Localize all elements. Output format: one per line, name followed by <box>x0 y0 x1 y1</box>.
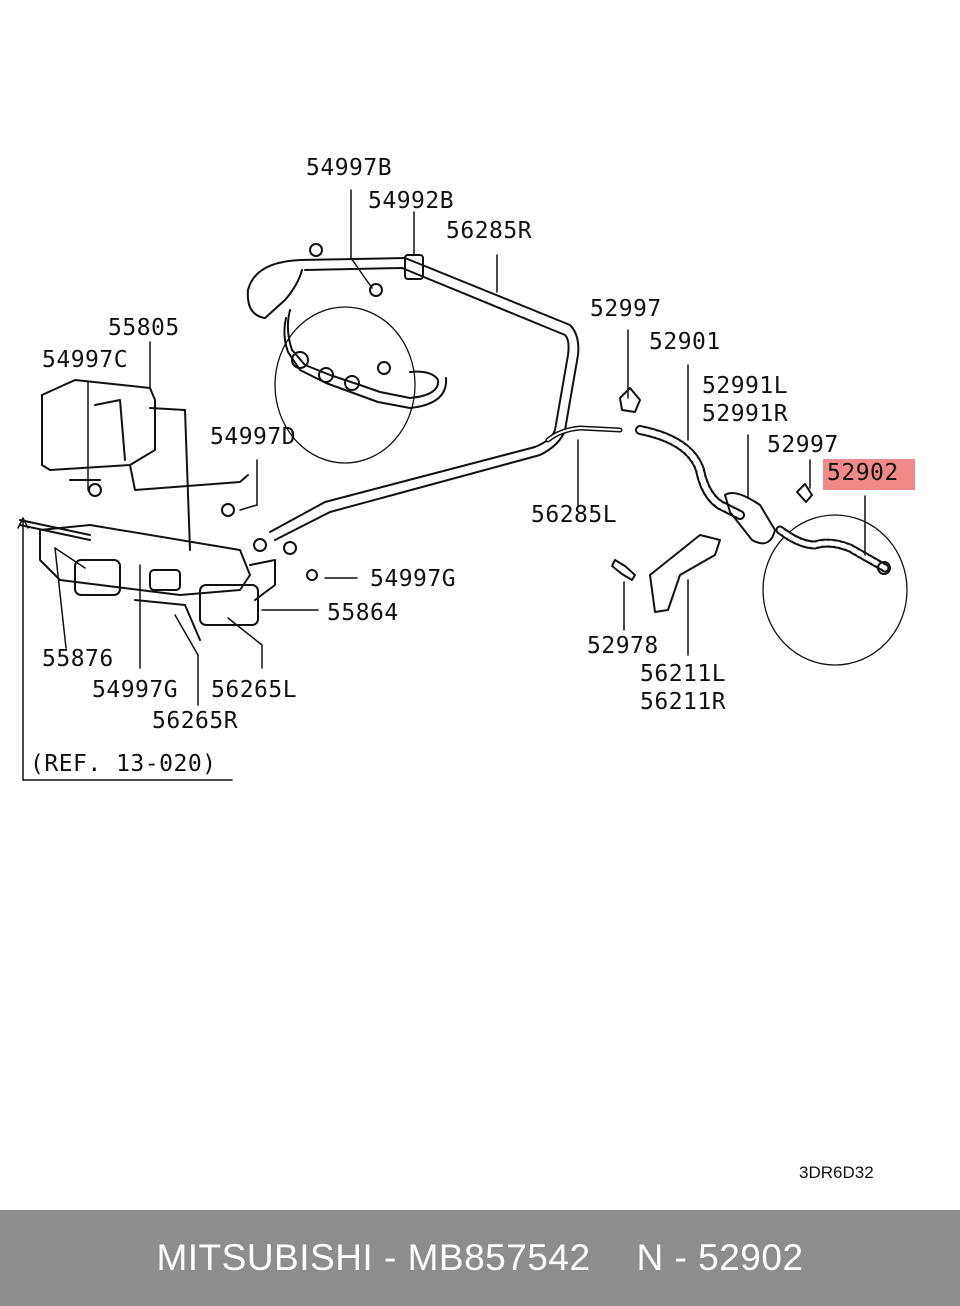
label-56211L: 56211L <box>640 661 727 687</box>
parts-diagram: 54997B 54992B 56285R 55805 54997C 54997D… <box>0 0 960 1210</box>
brake-line-illustration <box>0 0 960 1210</box>
label-52997-right: 52997 <box>767 432 839 458</box>
label-56211R: 56211R <box>640 689 727 715</box>
pipe-56285R <box>275 258 578 540</box>
hose-52902 <box>780 530 885 568</box>
label-52991L: 52991L <box>702 373 789 399</box>
detail-circle-right <box>763 515 907 665</box>
label-52902-highlighted: 52902 <box>823 459 915 490</box>
label-56265L: 56265L <box>211 677 298 703</box>
clip-52997-b <box>797 484 812 502</box>
label-reference: (REF. 13-020) <box>30 751 217 777</box>
label-56265R: 56265R <box>152 708 239 734</box>
label-54997C: 54997C <box>42 347 129 373</box>
label-54997D: 54997D <box>210 424 297 450</box>
label-52991R: 52991R <box>702 401 789 427</box>
diagram-code: 3DR6D32 <box>799 1163 874 1182</box>
label-54997G-left: 54997G <box>92 677 179 703</box>
label-56285L: 56285L <box>531 502 618 528</box>
valve-assembly <box>40 525 250 595</box>
footer-bar: MITSUBISHI - MB857542 N - 52902 <box>0 1210 960 1306</box>
label-54997G-right: 54997G <box>370 566 457 592</box>
label-52901: 52901 <box>649 329 721 355</box>
label-55805: 55805 <box>108 315 180 341</box>
label-52997-top: 52997 <box>590 296 662 322</box>
bracket-52991 <box>725 493 775 543</box>
label-54997B: 54997B <box>306 155 393 181</box>
label-55864: 55864 <box>327 600 399 626</box>
footer-ref-number: N - 52902 <box>636 1237 804 1278</box>
hose-52901 <box>640 430 740 515</box>
clip-52997-a <box>620 388 640 412</box>
label-56285R: 56285R <box>446 218 533 244</box>
bracket-55805 <box>42 380 155 470</box>
footer-brand-part: MITSUBISHI - MB857542 <box>156 1237 591 1278</box>
label-55876: 55876 <box>42 646 114 672</box>
leader-lines <box>18 190 865 780</box>
bracket-56211 <box>650 535 720 612</box>
label-52978: 52978 <box>587 633 659 659</box>
label-54992B: 54992B <box>368 188 455 214</box>
detail-circle-left <box>275 307 415 463</box>
